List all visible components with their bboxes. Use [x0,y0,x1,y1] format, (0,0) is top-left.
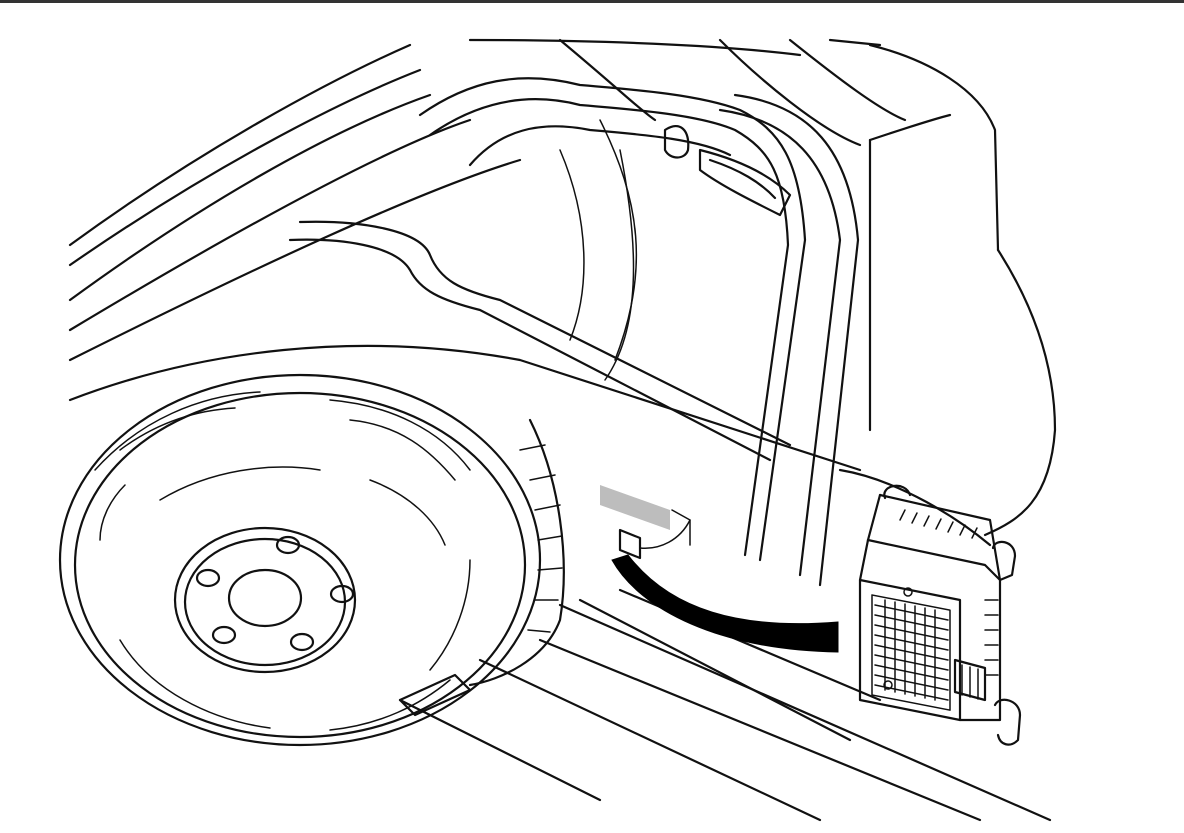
lug-holes [195,535,355,652]
floor-tab [398,673,472,717]
wall-connector [600,485,691,560]
rear-panel [68,77,1052,822]
trunk-outline [68,38,1057,547]
spare-wheel [58,373,565,747]
callout-arrow [611,554,839,653]
wheel-hub [173,526,357,674]
control-module [858,484,1022,746]
